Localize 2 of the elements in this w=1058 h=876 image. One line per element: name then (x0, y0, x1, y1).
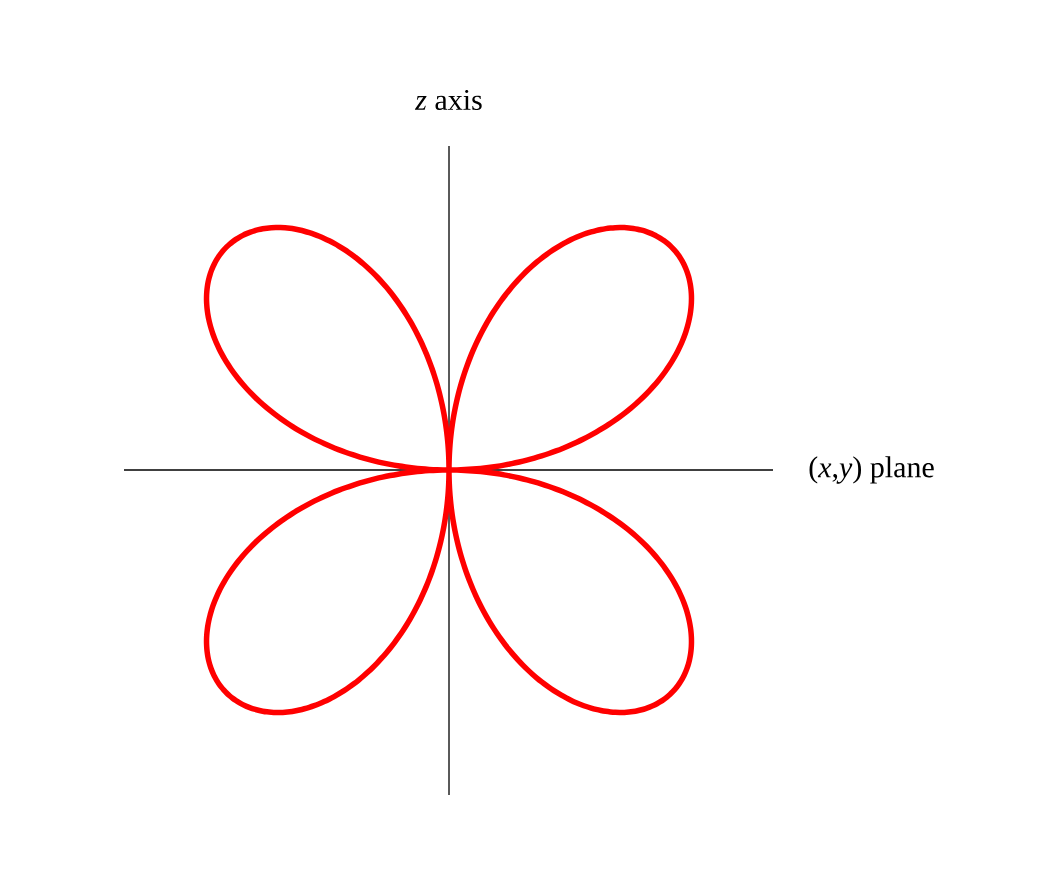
axis-label: (x,y) plane (809, 456, 934, 484)
axis-label: z axis (414, 89, 482, 111)
